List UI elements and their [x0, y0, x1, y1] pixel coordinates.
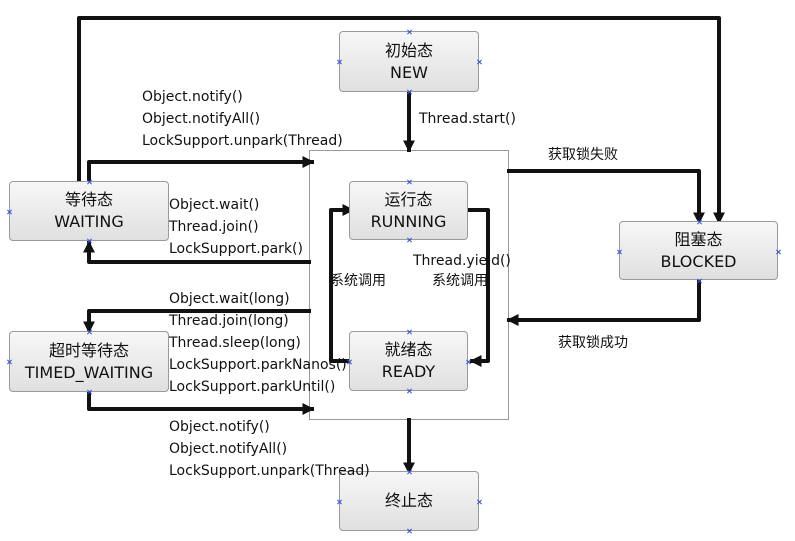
- connector-marker: [347, 359, 352, 364]
- label-to-waiting-0: Object.wait(): [169, 197, 260, 213]
- connector-marker: [87, 238, 92, 243]
- label-to-timed-waiting-1: Thread.join(long): [169, 313, 289, 329]
- arrow-timed-waiting-to-running: [87, 390, 315, 415]
- connector-marker: [776, 249, 781, 254]
- state-timed-waiting: 超时等待态 TIMED_WAITING: [9, 331, 169, 392]
- label-from-waiting-0: Object.notify(): [142, 89, 243, 105]
- label-thread-yield: Thread.yield(): [413, 253, 511, 269]
- state-new-name: 初始态: [384, 40, 433, 60]
- connector-marker: [617, 249, 622, 254]
- state-terminated: 终止态: [339, 471, 479, 531]
- state-ready-code: READY: [381, 362, 436, 381]
- state-running: 运行态 RUNNING: [349, 181, 468, 240]
- connector-marker: [407, 29, 412, 34]
- arrow-running-to-blocked: [507, 169, 705, 225]
- connector-marker: [407, 469, 412, 474]
- state-running-name: 运行态: [384, 189, 433, 209]
- label-system-call-right: 系统调用: [432, 273, 488, 289]
- label-system-call-left: 系统调用: [330, 273, 386, 289]
- connector-marker: [7, 209, 12, 214]
- connector-marker: [477, 499, 482, 504]
- connector-marker: [337, 499, 342, 504]
- connector-marker: [466, 359, 471, 364]
- arrow-running-to-timed-waiting: [83, 309, 311, 334]
- label-to-waiting-2: LockSupport.park(): [169, 241, 303, 257]
- state-new: 初始态 NEW: [339, 31, 479, 92]
- connector-marker: [407, 528, 412, 533]
- arrow-waiting-to-running: [87, 156, 315, 182]
- label-lock-failed: 获取锁失败: [548, 147, 618, 163]
- state-timed-waiting-code: TIMED_WAITING: [24, 362, 154, 382]
- connector-marker: [407, 89, 412, 94]
- label-to-timed-waiting-4: LockSupport.parkUntil(): [169, 379, 336, 395]
- label-from-timed-waiting-1: Object.notifyAll(): [169, 441, 288, 457]
- label-from-timed-waiting-2: LockSupport.unpark(Thread): [169, 463, 370, 479]
- state-running-code: RUNNING: [370, 211, 447, 231]
- arrow-ready-to-running: [329, 204, 355, 363]
- label-to-timed-waiting-2: Thread.sleep(long): [169, 335, 301, 351]
- state-timed-waiting-name: 超时等待态: [48, 340, 129, 360]
- connector-marker: [477, 59, 482, 64]
- label-thread-start: Thread.start(): [419, 111, 516, 127]
- arrow-running-to-ready: [468, 208, 490, 367]
- state-new-code: NEW: [390, 62, 428, 82]
- connector-marker: [407, 388, 412, 393]
- arrow-running-to-waiting: [83, 240, 311, 264]
- label-to-timed-waiting-0: Object.wait(long): [169, 291, 290, 307]
- label-from-waiting-2: LockSupport.unpark(Thread): [142, 133, 343, 149]
- state-waiting-name: 等待态: [64, 190, 113, 209]
- state-blocked: 阻塞态 BLOCKED: [619, 221, 778, 280]
- connector-marker: [87, 179, 92, 184]
- state-blocked-code: BLOCKED: [660, 251, 737, 271]
- connector-marker: [87, 389, 92, 394]
- connector-marker: [407, 329, 412, 334]
- arrow-blocked-to-running: [506, 278, 701, 326]
- arrow-waiting-to-blocked: [77, 16, 725, 225]
- state-waiting-code: WAITING: [54, 212, 124, 231]
- state-waiting: 等待态 WAITING: [9, 181, 169, 241]
- connector-marker: [87, 329, 92, 334]
- connector-marker: [697, 278, 702, 283]
- state-terminated-name: 终止态: [384, 491, 433, 510]
- state-blocked-name: 阻塞态: [674, 229, 723, 249]
- label-from-timed-waiting-0: Object.notify(): [169, 419, 270, 435]
- connector-marker: [407, 237, 412, 242]
- connector-marker: [7, 359, 12, 364]
- label-to-timed-waiting-3: LockSupport.parkNanos(): [169, 357, 347, 373]
- connector-marker: [337, 59, 342, 64]
- label-lock-acquired: 获取锁成功: [558, 335, 628, 351]
- connector-marker: [697, 219, 702, 224]
- label-to-waiting-1: Thread.join(): [169, 219, 259, 235]
- connector-marker: [407, 179, 412, 184]
- label-from-waiting-1: Object.notifyAll(): [142, 111, 261, 127]
- state-ready-name: 就绪态: [384, 340, 433, 359]
- state-ready: 就绪态 READY: [349, 331, 468, 391]
